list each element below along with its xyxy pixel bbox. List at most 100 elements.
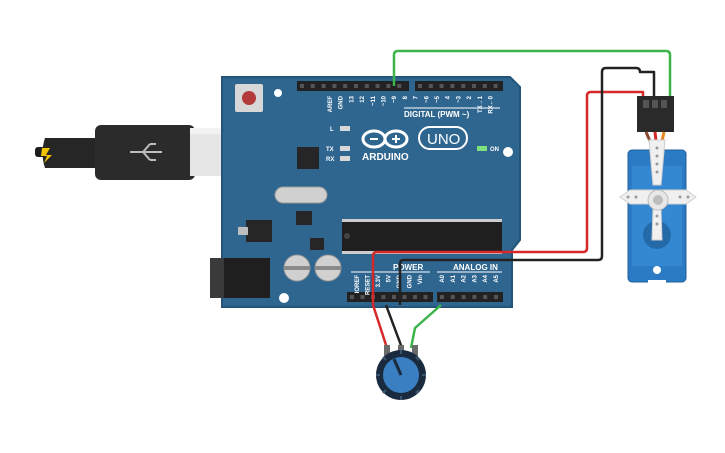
digital-pin-label: 8 <box>403 95 409 99</box>
header-pin-hole[interactable] <box>397 84 402 88</box>
power-header-label: POWER <box>393 263 423 272</box>
header-pin-hole[interactable] <box>461 84 466 88</box>
capacitor <box>314 254 342 282</box>
header-pin-hole[interactable] <box>364 84 369 88</box>
header-pin-hole[interactable] <box>332 84 337 88</box>
dc-power-jack[interactable] <box>210 258 270 298</box>
power-pin-label: 3.3V <box>376 275 382 287</box>
crystal-oscillator <box>274 186 328 204</box>
power-pin-label: IOREF <box>355 275 361 294</box>
led-l-label: L <box>330 127 334 133</box>
header-pin-hole[interactable] <box>360 295 365 299</box>
digital-pin-label: 13 <box>349 95 355 102</box>
header-pin-hole[interactable] <box>482 84 487 88</box>
header-pin-hole[interactable] <box>386 84 391 88</box>
power-header[interactable] <box>347 292 433 302</box>
header-pin-hole[interactable] <box>450 84 455 88</box>
digital-pin-label: 4 <box>446 95 452 99</box>
wire-signal-green <box>392 49 672 98</box>
header-pin-hole[interactable] <box>354 84 358 88</box>
power-pin-label: GND <box>408 274 414 288</box>
header-pin-hole[interactable] <box>472 84 476 88</box>
capacitor <box>283 254 311 282</box>
header-pin-hole[interactable] <box>310 84 315 88</box>
header-pin-hole[interactable] <box>428 84 433 88</box>
digital-pin-label: ~9 <box>392 95 398 103</box>
led-l <box>340 126 350 131</box>
analog-pin-label: A3 <box>472 274 478 282</box>
analog-header-label: ANALOG IN <box>453 263 498 272</box>
wire-pot-green <box>409 304 442 349</box>
power-bolt-icon <box>41 148 52 163</box>
header-pin-hole[interactable] <box>381 295 386 299</box>
header-pin-hole[interactable] <box>402 295 407 299</box>
header-pin-hole[interactable] <box>450 295 455 299</box>
led-on <box>477 146 487 151</box>
infinity-logo-icon <box>361 129 409 149</box>
atmega-chip <box>342 219 502 254</box>
digital-pin-label: RX←0 <box>489 95 495 113</box>
digital-pin-label: GND <box>339 95 345 109</box>
led-tx <box>340 146 350 151</box>
power-pin-label: 5V <box>387 275 393 282</box>
wires[interactable] <box>371 49 672 349</box>
analog-pin-label: A5 <box>494 274 500 282</box>
header-pin-hole[interactable] <box>440 295 444 299</box>
led-tx-label: TX <box>326 147 334 153</box>
model-label: UNO <box>427 131 460 148</box>
power-pin-label: Vin <box>418 275 424 285</box>
digital-pin-label: ~11 <box>371 95 377 106</box>
header-pin-hole[interactable] <box>392 295 396 299</box>
wire-power-red <box>371 90 645 305</box>
digital-pin-label: ~10 <box>382 95 388 106</box>
wire-pot-red <box>371 304 389 349</box>
on-label: ON <box>490 147 499 153</box>
power-pin-label: RESET <box>366 275 372 295</box>
voltage-regulator <box>246 220 272 242</box>
analog-pin-label: A0 <box>440 274 446 282</box>
header-pin-hole[interactable] <box>483 295 488 299</box>
header-pin-hole[interactable] <box>343 84 348 88</box>
digital-pin-label: 7 <box>414 95 420 99</box>
digital-header-left[interactable] <box>297 81 409 91</box>
header-pin-hole[interactable] <box>350 295 354 299</box>
digital-header-label: DIGITAL (PWM ~) <box>404 110 470 119</box>
led-rx-label: RX <box>326 157 334 163</box>
usb-chip <box>297 147 319 169</box>
header-pin-hole[interactable] <box>413 295 417 299</box>
usb-symbol-icon <box>130 143 162 161</box>
servo-horn[interactable] <box>619 139 697 241</box>
pot-indicator <box>392 358 403 376</box>
analog-header[interactable] <box>437 292 503 302</box>
header-pin-hole[interactable] <box>300 84 304 88</box>
digital-pin-label: ~3 <box>456 95 462 103</box>
led-rx <box>340 156 350 161</box>
header-pin-hole[interactable] <box>472 295 477 299</box>
servo-motor[interactable] <box>619 96 697 294</box>
header-pin-hole[interactable] <box>493 84 498 88</box>
uno-badge <box>418 126 468 150</box>
header-pin-hole[interactable] <box>321 84 326 88</box>
analog-pin-label: A2 <box>462 274 468 282</box>
header-pin-hole[interactable] <box>494 295 498 299</box>
wire-pot-black <box>384 304 404 349</box>
digital-pin-label: 2 <box>467 95 473 99</box>
digital-pin-label: ~5 <box>435 95 441 103</box>
digital-pin-label: TX→1 <box>478 95 484 113</box>
digital-pin-label: ~6 <box>424 95 430 103</box>
digital-header-right[interactable] <box>415 81 503 91</box>
header-pin-hole[interactable] <box>423 295 428 299</box>
header-pin-hole[interactable] <box>418 84 422 88</box>
header-pin-hole[interactable] <box>461 295 466 299</box>
analog-pin-label: A4 <box>483 274 489 282</box>
potentiometer[interactable] <box>376 345 426 400</box>
brand-label: ARDUINO <box>362 152 409 163</box>
header-pin-hole[interactable] <box>439 84 444 88</box>
small-chip <box>296 211 312 225</box>
header-pin-hole[interactable] <box>375 84 380 88</box>
wire-ground-black <box>398 66 656 305</box>
digital-pin-label: AREF <box>328 96 334 113</box>
arduino-uno-board[interactable]: L TX RX ON ARDUINO UNO DIGITAL (PWM ~) A… <box>210 76 521 308</box>
digital-pin-label: 12 <box>360 95 366 102</box>
